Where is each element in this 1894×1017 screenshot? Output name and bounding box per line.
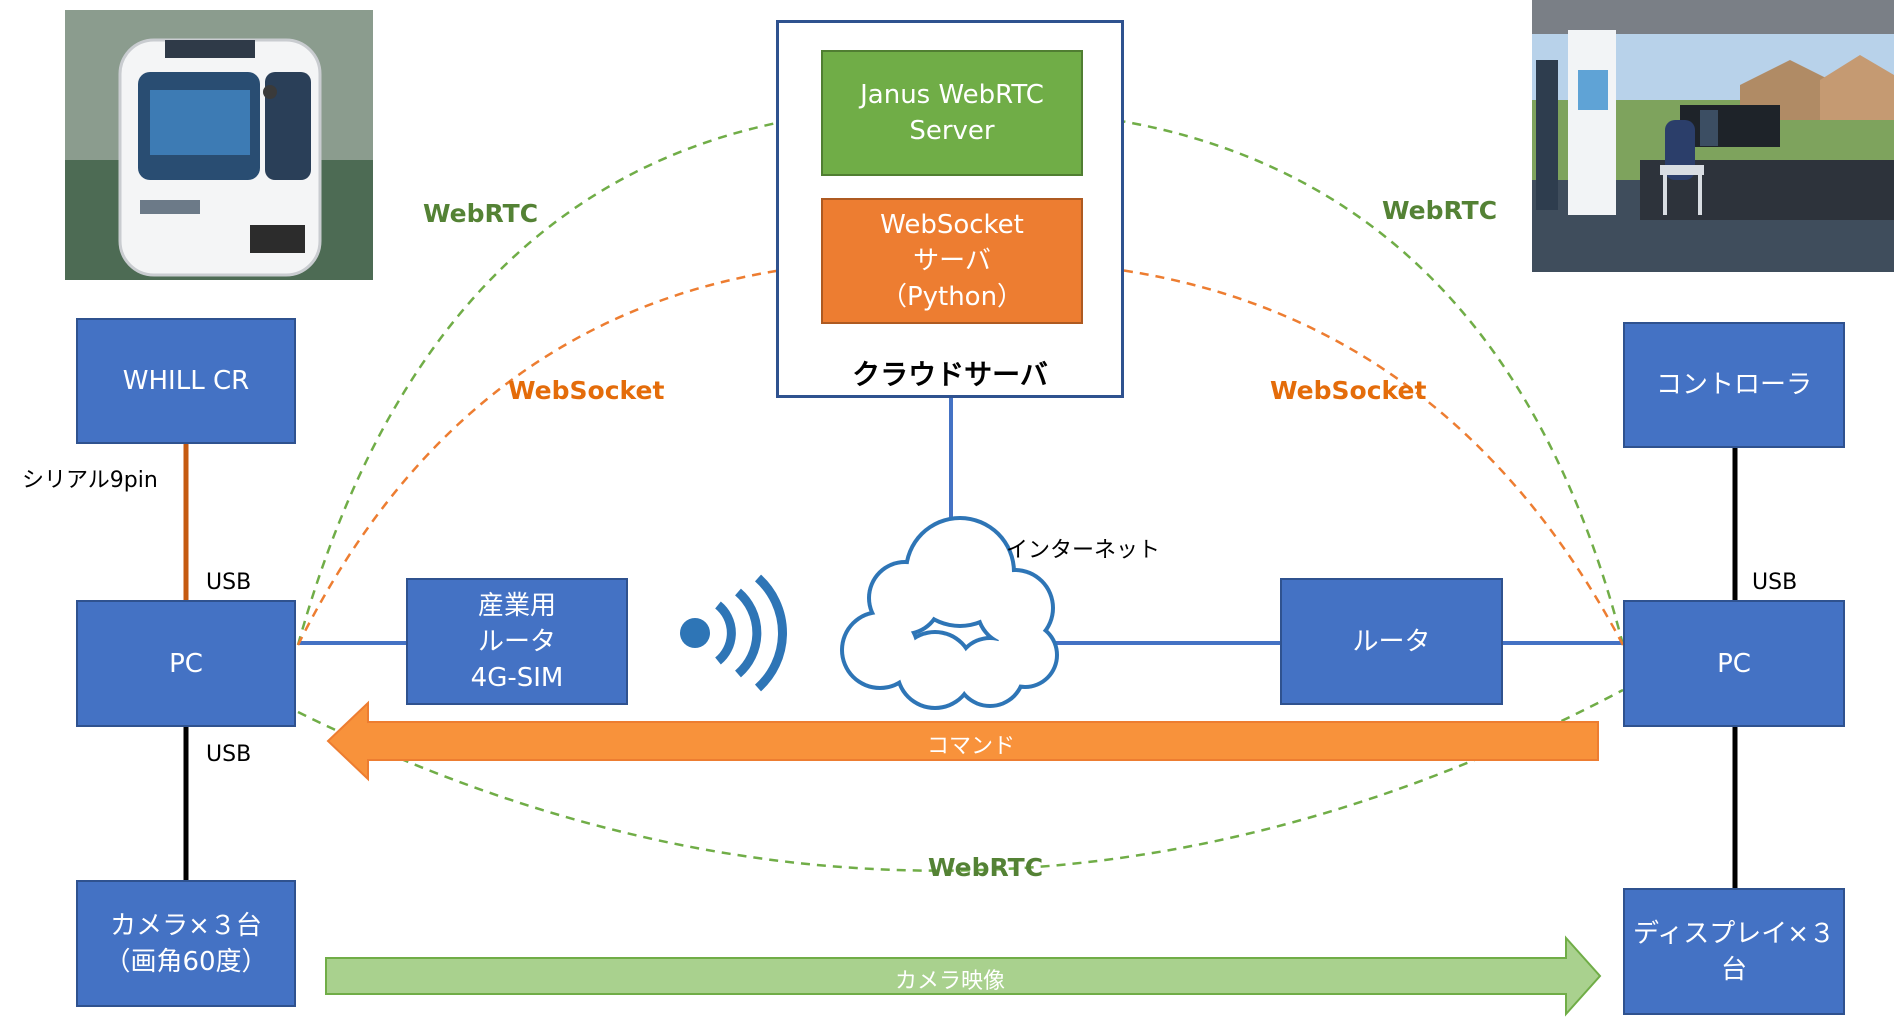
websocket-label-left: WebSocket (508, 376, 665, 405)
display-line-1: ディスプレイ×３ (1633, 918, 1835, 949)
router-label: ルータ (1352, 626, 1431, 657)
left-pc-label: PC (169, 648, 203, 679)
webrtc-label-bottom: WebRTC (928, 853, 1044, 882)
websocket-line-1: WebSocket (880, 210, 1024, 240)
webrtc-arc-right (1080, 115, 1625, 646)
industrial-router-line-1: 産業用 (477, 590, 556, 621)
industrial-router-line-2: ルータ (477, 626, 556, 657)
camera-box: カメラ×３台 （画角60度） (76, 880, 296, 1007)
janus-line-2: Server (909, 116, 995, 146)
websocket-line-2: サーバ (913, 246, 991, 276)
camera-line-1: カメラ×３台 (110, 910, 262, 941)
websocket-server-box: WebSocket サーバ （Python） (821, 198, 1083, 324)
cloud-server-label: クラウドサーバ (852, 358, 1048, 391)
webrtc-label-left: WebRTC (423, 199, 539, 228)
controller-label: コントローラ (1655, 370, 1812, 400)
industrial-router-box: 産業用 ルータ 4G-SIM (406, 578, 628, 705)
camera-line-2: （画角60度） (104, 946, 268, 977)
cloud-icon (840, 516, 1059, 710)
whill-robot-photo (65, 10, 373, 280)
websocket-line-3: （Python） (880, 282, 1024, 312)
left-pc-box: PC (76, 600, 296, 727)
remote-operator-photo (1532, 0, 1894, 272)
command-label: コマンド (927, 734, 1016, 759)
display-box: ディスプレイ×３ 台 (1623, 888, 1845, 1015)
websocket-arc-right (1080, 265, 1625, 646)
websocket-arc-left (296, 265, 822, 646)
command-arrow (326, 700, 1599, 782)
controller-box: コントローラ (1623, 322, 1845, 448)
camera-video-arrow (325, 935, 1602, 1017)
janus-webrtc-server-box: Janus WebRTC Server (821, 50, 1083, 176)
serial-9pin-label: シリアル9pin (22, 468, 158, 493)
whill-cr-label: WHILL CR (122, 366, 250, 396)
usb-label-left-bottom: USB (206, 742, 252, 767)
display-line-2: 台 (1720, 954, 1747, 985)
internet-label: インターネット (1006, 538, 1161, 563)
webrtc-arc-left (296, 115, 822, 646)
usb-label-right: USB (1752, 570, 1798, 595)
janus-line-1: Janus WebRTC (860, 80, 1044, 110)
websocket-label-right: WebSocket (1270, 376, 1427, 405)
right-pc-box: PC (1623, 600, 1845, 727)
industrial-router-line-3: 4G-SIM (470, 662, 564, 693)
cloud-server-panel: Janus WebRTC Server WebSocket サーバ （Pytho… (776, 20, 1124, 398)
whill-cr-box: WHILL CR (76, 318, 296, 444)
webrtc-arc-bottom (297, 688, 1624, 872)
camera-video-label: カメラ映像 (895, 969, 1006, 994)
wifi-signal-icon (680, 574, 787, 692)
right-pc-label: PC (1717, 648, 1751, 679)
usb-label-left-top: USB (206, 570, 252, 595)
webrtc-label-right: WebRTC (1382, 196, 1498, 225)
router-box: ルータ (1280, 578, 1503, 705)
